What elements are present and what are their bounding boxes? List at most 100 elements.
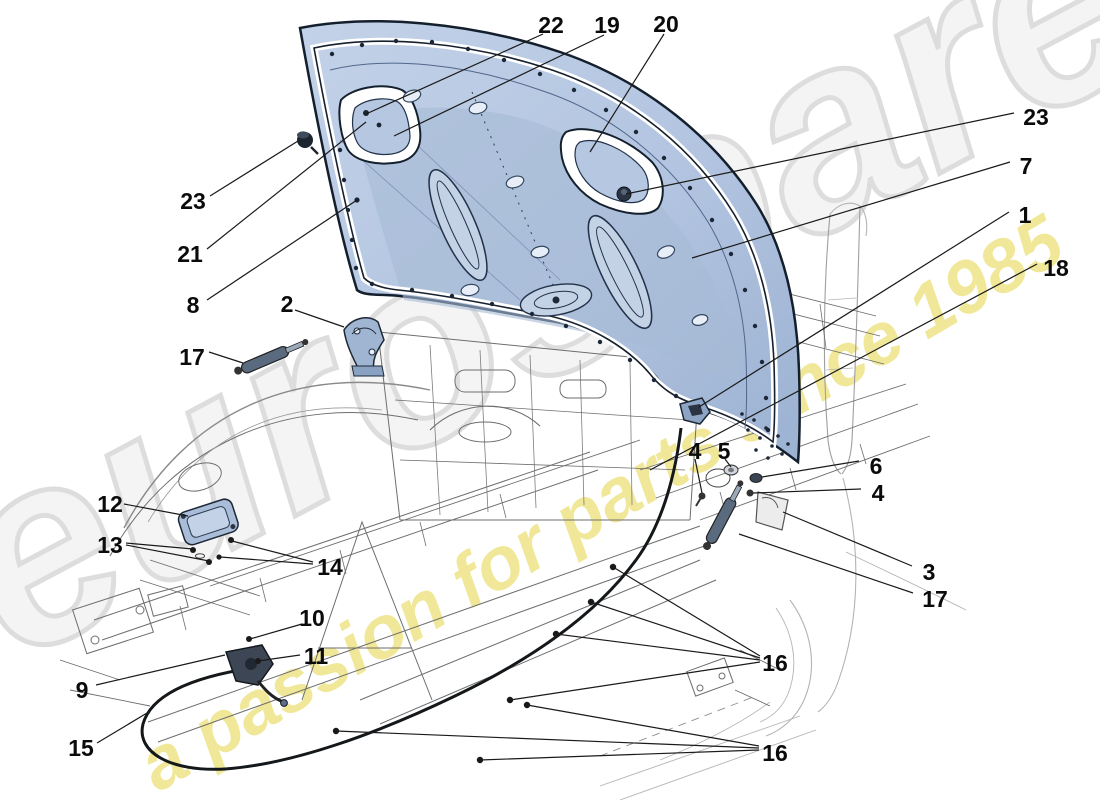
- rim-fastener-dot: [673, 393, 679, 399]
- rim-fastener-dot: [742, 287, 748, 293]
- callout-label-9[interactable]: 9: [76, 677, 89, 703]
- leader-line-6: [761, 460, 860, 478]
- rim-fastener-dot: [563, 323, 569, 329]
- leader-lines: [95, 33, 1038, 761]
- callout-label-23[interactable]: 23: [1023, 104, 1049, 130]
- left-handle-cutout: [338, 85, 422, 165]
- leader-line-22: [365, 33, 544, 115]
- rim-fastener-dot: [449, 293, 455, 299]
- rim-fastener-dot: [759, 359, 765, 365]
- rim-fastener-dot: [627, 357, 633, 363]
- rim-fastener-dot: [345, 207, 351, 213]
- latch-hardware: [695, 464, 789, 531]
- rim-fastener-dot: [393, 38, 399, 44]
- callout-label-1[interactable]: 1: [1019, 202, 1032, 228]
- mechanical-parts: [140, 339, 789, 771]
- right-handle-cutout: [559, 128, 664, 215]
- leader-line-2: [294, 309, 345, 328]
- buffer-grommet-left: [297, 131, 319, 155]
- leader-line-4: [752, 488, 862, 494]
- callout-label-20[interactable]: 20: [653, 11, 679, 37]
- callout-label-7[interactable]: 7: [1020, 153, 1033, 179]
- rim-fastener-dot: [341, 177, 347, 183]
- callout-label-17[interactable]: 17: [922, 586, 948, 612]
- rim-fastener-dot: [709, 217, 715, 223]
- rim-fastener-dot: [529, 311, 535, 317]
- gas-strut-right: [703, 480, 744, 551]
- rim-fastener-dot: [501, 57, 507, 63]
- callout-label-4[interactable]: 4: [872, 480, 885, 506]
- leader-line-16: [612, 566, 761, 657]
- leader-line-21: [206, 121, 367, 250]
- callout-label-19[interactable]: 19: [594, 12, 620, 38]
- mesh-dot: [752, 418, 756, 422]
- front-lid: [297, 20, 801, 465]
- gas-strut-left: [234, 339, 309, 375]
- mesh-dot: [780, 452, 784, 456]
- leader-line-14: [231, 540, 314, 563]
- rim-fastener-dot: [353, 265, 359, 271]
- callout-label-23[interactable]: 23: [180, 188, 206, 214]
- rim-fastener-dot: [429, 39, 435, 45]
- leader-line-16: [590, 601, 761, 659]
- callout-label-10[interactable]: 10: [299, 605, 325, 631]
- rim-fastener-dot: [571, 87, 577, 93]
- leader-line-13: [125, 544, 210, 562]
- mesh-dot: [758, 436, 762, 440]
- callout-label-16[interactable]: 16: [762, 740, 788, 766]
- callout-label-13[interactable]: 13: [97, 532, 123, 558]
- rim-fastener-dot: [369, 281, 375, 287]
- callout-label-11[interactable]: 11: [304, 643, 329, 669]
- leader-line-20: [589, 33, 665, 153]
- mesh-dot: [786, 442, 790, 446]
- leader-line-10: [249, 623, 303, 640]
- leader-line-7: [691, 161, 1011, 259]
- rim-fastener-dot: [329, 51, 335, 57]
- leader-line-17: [738, 533, 914, 594]
- leader-line-12: [123, 503, 189, 517]
- release-cable: [140, 427, 683, 771]
- leader-line-9: [95, 654, 226, 686]
- leader-line-19: [393, 34, 605, 137]
- leader-line-16: [509, 661, 761, 701]
- callout-label-18[interactable]: 18: [1043, 255, 1069, 281]
- callout-label-21[interactable]: 21: [177, 241, 203, 267]
- rim-fastener-dot: [359, 42, 365, 48]
- callout-label-17[interactable]: 17: [179, 344, 205, 370]
- callout-label-12[interactable]: 12: [97, 491, 123, 517]
- callout-label-14[interactable]: 14: [317, 554, 343, 580]
- mesh-dot: [754, 448, 758, 452]
- rim-fastener-dot: [763, 395, 769, 401]
- hood-oval-holes: [402, 89, 709, 326]
- mesh-dot: [766, 456, 770, 460]
- rim-fastener-dot: [633, 129, 639, 135]
- leader-line-4: [694, 458, 703, 494]
- callout-label-4[interactable]: 4: [689, 438, 702, 464]
- callout-label-6[interactable]: 6: [870, 453, 883, 479]
- leader-line-16: [526, 704, 760, 747]
- callout-label-22[interactable]: 22: [538, 12, 564, 38]
- rim-fastener-dot: [465, 46, 471, 52]
- parts-over-hood: [343, 317, 711, 425]
- callout-label-2[interactable]: 2: [281, 291, 294, 317]
- callout-label-8[interactable]: 8: [187, 292, 200, 318]
- callout-label-3[interactable]: 3: [923, 559, 936, 585]
- rim-fastener-dot: [489, 301, 495, 307]
- leader-line-8: [206, 199, 358, 301]
- rim-fastener-dot: [337, 147, 343, 153]
- callout-label-16[interactable]: 16: [762, 650, 788, 676]
- leader-line-23: [625, 112, 1015, 195]
- rim-fastener-dot: [687, 185, 693, 191]
- leader-line-17: [208, 351, 244, 364]
- mesh-dot: [770, 444, 774, 448]
- callout-label-5[interactable]: 5: [718, 438, 731, 464]
- leader-line-23: [209, 140, 299, 197]
- leader-line-16: [335, 730, 760, 749]
- leader-line-11: [257, 654, 301, 662]
- leader-line-14: [219, 556, 314, 565]
- rim-fastener-dot: [661, 155, 667, 161]
- callout-label-15[interactable]: 15: [68, 735, 94, 761]
